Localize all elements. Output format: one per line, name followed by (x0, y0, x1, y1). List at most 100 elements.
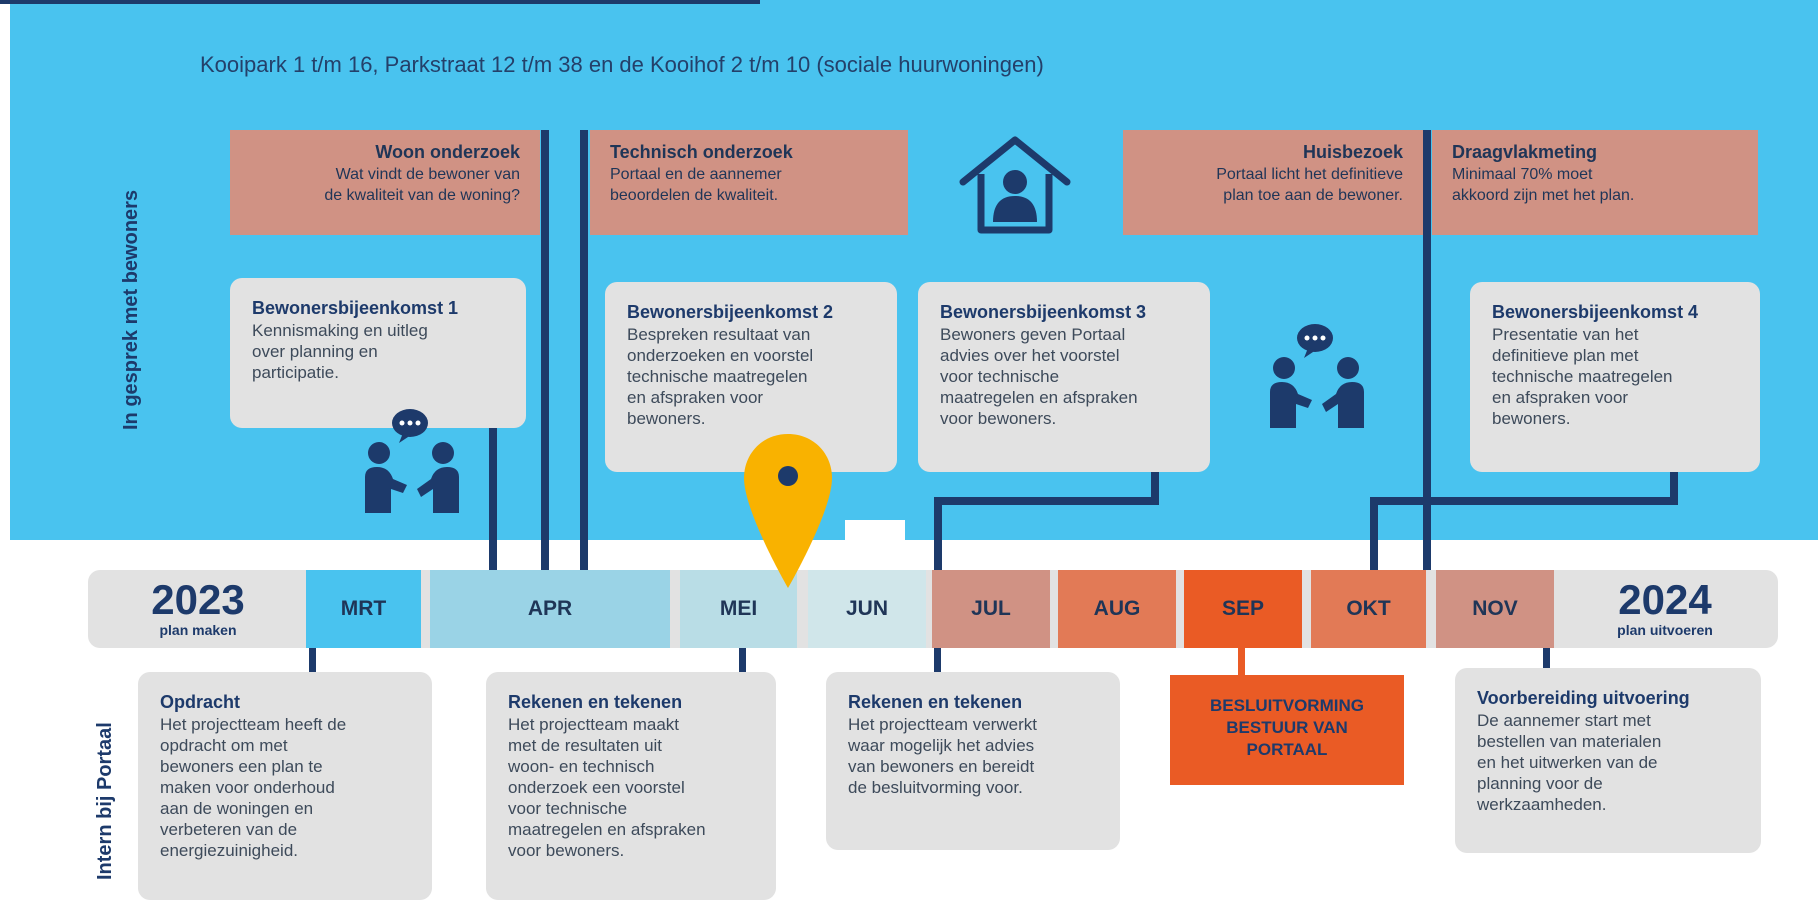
headline: Kooipark 1 t/m 16, Parkstraat 12 t/m 38 … (200, 52, 1044, 77)
end-year: 2024 plan uitvoeren (1585, 578, 1745, 639)
card-title: Voorbereiding uitvoering (1477, 688, 1690, 708)
month-aug: AUG (1058, 570, 1176, 648)
card-line: energiezuinigheid. (160, 841, 298, 860)
card-line: werkzaamheden. (1477, 795, 1607, 814)
support-measurement-box: Draagvlakmeting Minimaal 70% moet akkoor… (1432, 130, 1758, 235)
home-visit-box: Huisbezoek Portaal licht het definitieve… (1123, 130, 1423, 235)
month-mei: MEI (680, 570, 797, 648)
box-title: Woon onderzoek (375, 142, 520, 162)
month-nov: NOV (1436, 570, 1554, 648)
card-line: voor technische (508, 799, 628, 818)
start-year-subtitle: plan maken (159, 622, 237, 638)
card-title: Rekenen en tekenen (508, 692, 683, 712)
card-line: de besluitvorming voor. (848, 778, 1023, 797)
meeting-card-3: Bewonersbijeenkomst 3 Bewoners geven Por… (918, 282, 1210, 472)
connector-line (934, 648, 941, 672)
box-title: Draagvlakmeting (1452, 142, 1598, 162)
internal-card-assignment: Opdracht Het projectteam heeft de opdrac… (138, 672, 432, 900)
card-line: maatregelen en afspraken (940, 388, 1138, 407)
location-pin-icon (740, 430, 836, 592)
box-line: plan toe aan de bewoner. (1223, 187, 1403, 204)
box-title: Technisch onderzoek (610, 142, 793, 162)
card-title: Bewonersbijeenkomst 3 (940, 302, 1147, 322)
card-line: Het projectteam maakt (508, 715, 680, 734)
month-sep: SEP (1184, 570, 1302, 648)
card-line: Kennismaking en uitleg (252, 321, 428, 340)
month-apr: APR (430, 570, 670, 648)
card-line: technische maatregelen (1492, 367, 1673, 386)
card-line: maatregelen en afspraken (508, 820, 706, 839)
card-line: planning voor de (1477, 774, 1603, 793)
box-line: Portaal licht het definitieve (1216, 166, 1403, 183)
label-background-patch (845, 520, 905, 570)
connector-line (1238, 648, 1245, 675)
side-label-internal: Intern bij Portaal (94, 722, 116, 880)
month-mrt: MRT (306, 570, 421, 648)
card-line: over planning en (252, 342, 378, 361)
card-title: Bewonersbijeenkomst 4 (1492, 302, 1699, 322)
internal-card-calculate-2: Rekenen en tekenen Het projectteam verwe… (826, 672, 1120, 850)
card-line: waar mogelijk het advies (848, 736, 1035, 755)
start-year: 2023 plan maken (138, 576, 258, 639)
decision-line: PORTAAL (1246, 740, 1328, 759)
people-talking-icon (1260, 320, 1375, 430)
card-line: Het projectteam verwerkt (848, 715, 1037, 734)
card-line: onderzoeken en voorstel (627, 346, 814, 365)
box-line: Minimaal 70% moet (1452, 166, 1593, 183)
card-line: bewoners. (627, 409, 706, 428)
box-line: de kwaliteit van de woning? (324, 187, 520, 204)
card-line: voor bewoners. (940, 409, 1057, 428)
card-line: onderzoek een voorstel (508, 778, 685, 797)
card-line: van bewoners en bereidt (848, 757, 1035, 776)
month-okt: OKT (1311, 570, 1426, 648)
box-line: Portaal en de aannemer (610, 166, 782, 183)
card-line: Presentatie van het (1492, 325, 1639, 344)
decision-board-box: BESLUITVORMING BESTUUR VAN PORTAAL (1170, 675, 1404, 785)
decision-line: BESLUITVORMING (1210, 696, 1364, 715)
connector-line (934, 497, 1159, 505)
connector-line (1423, 130, 1431, 570)
card-line: en afspraken voor (627, 388, 764, 407)
end-year-subtitle: plan uitvoeren (1617, 622, 1713, 638)
internal-card-preparation: Voorbereiding uitvoering De aannemer sta… (1455, 668, 1761, 853)
meeting-card-1: Bewonersbijeenkomst 1 Kennismaking en ui… (230, 278, 526, 428)
card-line: en het uitwerken van de (1477, 753, 1658, 772)
card-line: definitieve plan met (1492, 346, 1639, 365)
house-person-icon (955, 130, 1075, 240)
card-line: De aannemer start met (1477, 711, 1651, 730)
connector-line (934, 497, 942, 570)
month-jun: JUN (808, 570, 926, 648)
card-line: voor technische (940, 367, 1060, 386)
card-line: voor bewoners. (508, 841, 625, 860)
connector-line (580, 130, 588, 570)
connector-line (309, 648, 316, 672)
card-line: bestellen van materialen (1477, 732, 1662, 751)
connector-line (541, 130, 549, 570)
box-line: beoordelen de kwaliteit. (610, 187, 779, 204)
connector-line (1670, 455, 1678, 505)
meeting-card-4: Bewonersbijeenkomst 4 Presentatie van he… (1470, 282, 1760, 472)
card-line: Bespreken resultaat van (627, 325, 811, 344)
card-line: Bewoners geven Portaal (940, 325, 1126, 344)
start-year-number: 2023 (151, 576, 245, 623)
card-title: Bewonersbijeenkomst 2 (627, 302, 834, 322)
card-title: Bewonersbijeenkomst 1 (252, 298, 459, 318)
research-box-technical: Technisch onderzoek Portaal en de aannem… (590, 130, 908, 235)
card-line: verbeteren van de (160, 820, 298, 839)
research-box-living: Woon onderzoek Wat vindt de bewoner van … (230, 130, 540, 235)
card-line: participatie. (252, 363, 339, 382)
card-line: Het projectteam heeft de (160, 715, 347, 734)
people-talking-icon (355, 405, 470, 515)
box-line: akkoord zijn met het plan. (1452, 187, 1635, 204)
meeting-card-2: Bewonersbijeenkomst 2 Bespreken resultaa… (605, 282, 897, 472)
connector-line (1370, 497, 1678, 505)
top-strip (0, 0, 760, 4)
card-line: opdracht om met (160, 736, 288, 755)
card-line: maken voor onderhoud (160, 778, 335, 797)
month-jul: JUL (932, 570, 1050, 648)
card-line: aan de woningen en (160, 799, 314, 818)
card-line: advies over het voorstel (940, 346, 1120, 365)
card-line: met de resultaten uit (508, 736, 663, 755)
connector-line (1543, 648, 1550, 672)
card-line: woon- en technisch (508, 757, 655, 776)
